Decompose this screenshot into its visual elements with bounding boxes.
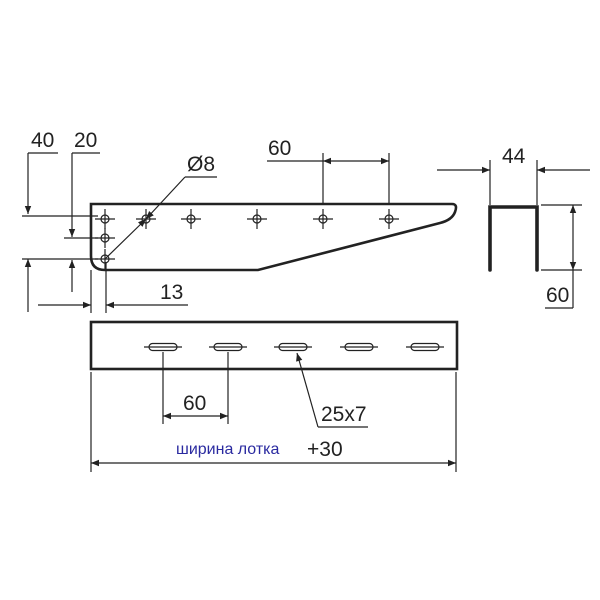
hole (95, 228, 115, 248)
slot-size-callout: 25x7 (296, 352, 368, 428)
hole (181, 209, 201, 229)
hole (379, 209, 399, 229)
hole-diameter-label: Ø8 (187, 153, 215, 176)
slots (144, 342, 444, 352)
slot (144, 342, 182, 352)
bracket-front-outline (89, 320, 459, 371)
hole (313, 209, 333, 229)
slot (340, 342, 378, 352)
dimension-40: 40 (22, 129, 98, 312)
hole (247, 209, 267, 229)
slot-size-label: 25x7 (321, 403, 367, 426)
slot (274, 342, 312, 352)
u-profile (488, 205, 539, 272)
slot (406, 342, 444, 352)
side-view: 40 20 13 Ø8 (22, 129, 458, 313)
mounting-holes (95, 209, 399, 269)
hole (95, 209, 115, 229)
hole-diameter-callout: Ø8 (104, 153, 217, 260)
dimension-slot-pitch: 60 (162, 352, 229, 424)
dim-13-label: 13 (160, 281, 183, 304)
tray-width-note: ширина лотка (176, 441, 280, 458)
hole-pitch-label: 60 (268, 137, 291, 160)
profile-height-label: 60 (546, 284, 569, 307)
slot-pitch-label: 60 (183, 392, 206, 415)
profile-width-label: 44 (502, 145, 526, 168)
dimension-hole-pitch: 60 (267, 137, 390, 204)
overall-add-label: +30 (307, 438, 343, 461)
slot (209, 342, 247, 352)
dimension-width-44: 44 (437, 145, 590, 205)
front-view: 60 25x7 ширина лотка +30 (89, 320, 459, 472)
bracket-outline (89, 202, 458, 272)
dim-20-label: 20 (74, 129, 97, 152)
dim-40-label: 40 (31, 129, 54, 152)
dimension-overall: ширина лотка +30 (90, 372, 457, 472)
dimension-13: 13 (38, 262, 188, 313)
dimension-20: 20 (64, 129, 100, 292)
profile-view: 44 60 (437, 145, 590, 309)
dimension-height-60: 60 (541, 204, 582, 309)
